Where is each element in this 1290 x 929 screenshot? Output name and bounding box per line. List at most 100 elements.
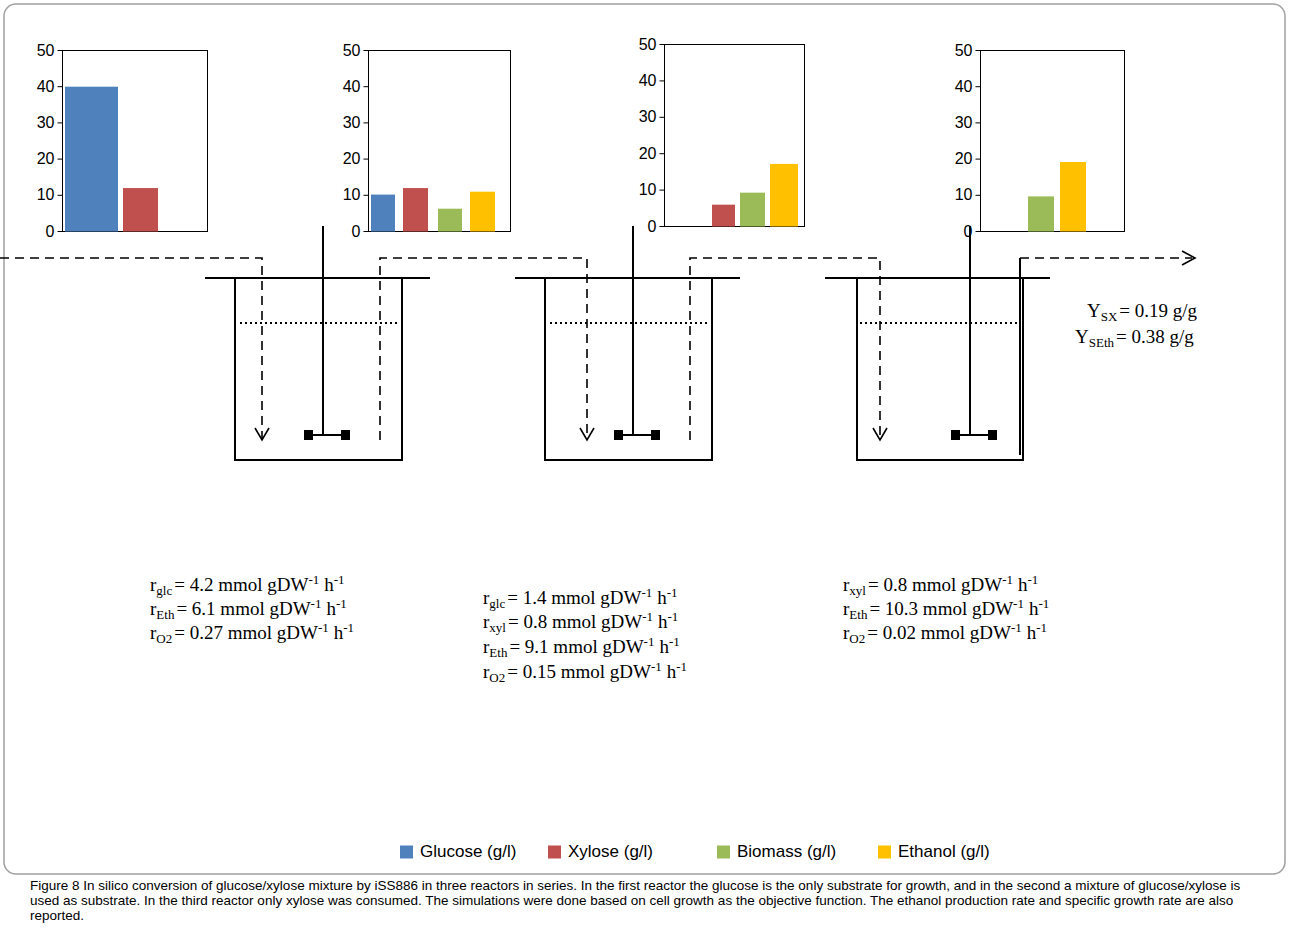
legend-swatch bbox=[400, 846, 413, 859]
tick-mark bbox=[58, 86, 63, 87]
rate-text: r bbox=[843, 622, 849, 643]
rate-text: -1 bbox=[641, 585, 652, 600]
axis-tick-label: 30 bbox=[343, 114, 361, 132]
rate-text: h bbox=[326, 598, 336, 619]
tick-mark bbox=[976, 86, 981, 87]
rate-text: = 0.02 mmol gDW bbox=[867, 622, 1011, 643]
rate-text: h bbox=[1027, 622, 1037, 643]
tick-mark bbox=[976, 159, 981, 160]
rate-text: = 0.27 mmol gDW bbox=[174, 622, 318, 643]
rate-text: -1 bbox=[334, 572, 345, 587]
rate-text: Eth bbox=[156, 607, 174, 622]
tick-mark bbox=[364, 195, 369, 196]
legend-label: Biomass (g/l) bbox=[737, 842, 836, 862]
axis-tick-label: 40 bbox=[955, 78, 973, 96]
axis-tick-label: 50 bbox=[343, 42, 361, 60]
legend-label: Ethanol (g/l) bbox=[898, 842, 990, 862]
rate-text: -1 bbox=[336, 596, 347, 611]
rate-text: h bbox=[324, 574, 334, 595]
chart-frames bbox=[63, 45, 1125, 232]
bar bbox=[1028, 196, 1054, 231]
axis-tick-label: 0 bbox=[648, 218, 657, 236]
axis-tick-label: 20 bbox=[639, 145, 657, 163]
legend-label: Xylose (g/l) bbox=[568, 842, 653, 862]
rate-text: = 6.1 mmol gDW bbox=[176, 598, 310, 619]
tick-mark bbox=[660, 117, 665, 118]
bar bbox=[740, 193, 765, 227]
rate-text: r bbox=[483, 611, 489, 632]
bars bbox=[65, 87, 1086, 232]
rate-text: r bbox=[483, 587, 489, 608]
rate-text: xyl bbox=[849, 583, 866, 598]
tick-mark bbox=[976, 231, 981, 232]
bar bbox=[470, 192, 495, 232]
rate-text: = 4.2 mmol gDW bbox=[174, 574, 308, 595]
rate-text: Eth bbox=[489, 645, 507, 660]
rate-text: -1 bbox=[644, 634, 655, 649]
rate-text: -1 bbox=[667, 585, 678, 600]
legend-swatch bbox=[717, 846, 730, 859]
rate-text: glc bbox=[156, 583, 172, 598]
bar bbox=[438, 209, 462, 232]
tick-mark bbox=[58, 159, 63, 160]
rate-text: = 1.4 mmol gDW bbox=[507, 587, 641, 608]
tick-mark bbox=[976, 195, 981, 196]
liquid-levels bbox=[238, 322, 1020, 324]
rate-text: -1 bbox=[1038, 596, 1049, 611]
rate-text: -1 bbox=[1002, 572, 1013, 587]
rate-line: rxyl= 0.8 mmol gDW-1h-1 bbox=[483, 610, 678, 634]
rate-text: r bbox=[150, 574, 156, 595]
tick-mark bbox=[58, 122, 63, 123]
rate-text: -1 bbox=[676, 659, 687, 674]
rate-text: -1 bbox=[669, 634, 680, 649]
rate-text: O2 bbox=[849, 631, 865, 646]
axis-tick-label: 50 bbox=[955, 42, 973, 60]
axis-tick-label: 30 bbox=[639, 108, 657, 126]
rate-text: Y bbox=[1075, 326, 1089, 347]
tick-mark bbox=[660, 190, 665, 191]
tick-mark bbox=[364, 231, 369, 232]
axis-tick-label: 50 bbox=[37, 42, 55, 60]
tick-mark bbox=[976, 122, 981, 123]
rate-text: SX bbox=[1101, 309, 1118, 324]
rate-line: rEth= 6.1 mmol gDW-1h-1 bbox=[150, 597, 347, 621]
axis-tick-label: 40 bbox=[343, 78, 361, 96]
rate-text: -1 bbox=[311, 596, 322, 611]
axis-tick-label: 10 bbox=[955, 186, 973, 204]
tick-mark bbox=[364, 86, 369, 87]
tick-mark bbox=[660, 80, 665, 81]
rate-text: glc bbox=[489, 596, 505, 611]
rate-text: r bbox=[150, 598, 156, 619]
rate-text: Eth bbox=[849, 607, 867, 622]
bar bbox=[371, 195, 395, 232]
figure-frame bbox=[4, 4, 1285, 874]
flow-lines bbox=[0, 258, 1192, 440]
rate-line: rO2= 0.15 mmol gDW-1h-1 bbox=[483, 660, 687, 684]
rate-line: rEth= 9.1 mmol gDW-1h-1 bbox=[483, 635, 680, 659]
legend-swatch bbox=[548, 846, 561, 859]
rate-text: O2 bbox=[489, 670, 505, 685]
rate-text: = 0.15 mmol gDW bbox=[507, 661, 651, 682]
tick-mark bbox=[976, 50, 981, 51]
rate-text: -1 bbox=[1036, 620, 1047, 635]
impeller-blades bbox=[304, 430, 997, 440]
tick-marks bbox=[58, 45, 981, 232]
tick-mark bbox=[364, 122, 369, 123]
axis-tick-label: 20 bbox=[955, 150, 973, 168]
rate-line: rxyl= 0.8 mmol gDW-1h-1 bbox=[843, 573, 1038, 597]
rate-text: h bbox=[1018, 574, 1028, 595]
bar bbox=[123, 188, 158, 231]
rate-line: rEth= 10.3 mmol gDW-1h-1 bbox=[843, 597, 1049, 621]
rate-text: -1 bbox=[343, 620, 354, 635]
rate-text: = 0.8 mmol gDW bbox=[508, 611, 642, 632]
axis-tick-label: 10 bbox=[639, 181, 657, 199]
bar bbox=[770, 164, 798, 227]
tick-mark bbox=[58, 231, 63, 232]
axis-tick-label: 40 bbox=[639, 72, 657, 90]
rate-text: r bbox=[843, 598, 849, 619]
rate-text: = 0.19 g/g bbox=[1119, 300, 1197, 321]
rate-text: SEth bbox=[1089, 335, 1114, 350]
tick-mark bbox=[364, 50, 369, 51]
figure-caption: Figure 8 In silico conversion of glucose… bbox=[30, 878, 1265, 923]
